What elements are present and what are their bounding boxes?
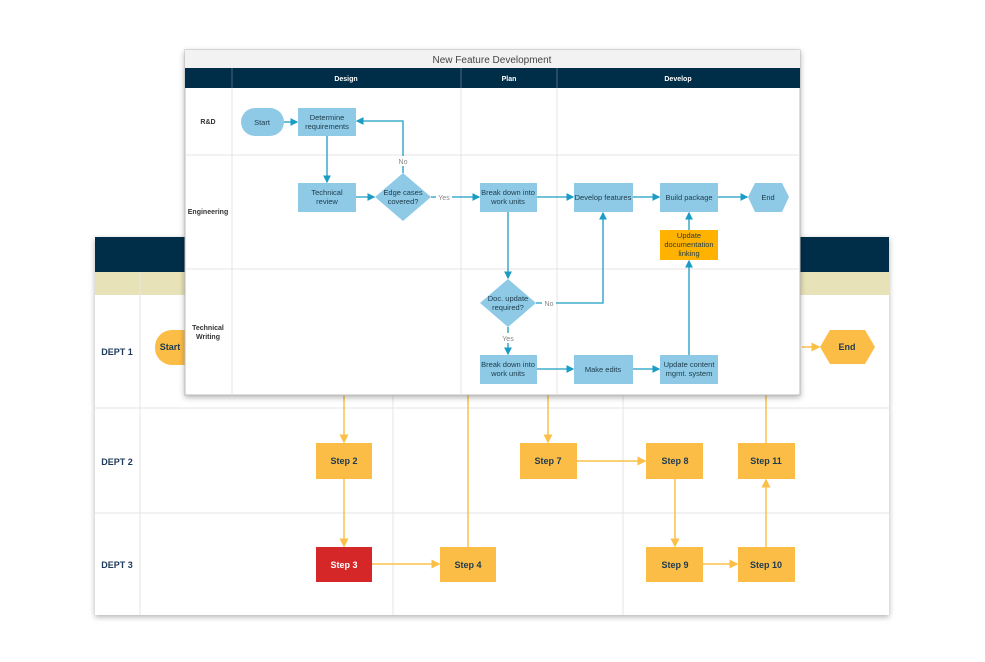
svg-text:Step 3: Step 3 [330,560,357,570]
svg-text:Develop features: Develop features [575,193,632,202]
svg-text:Step 2: Step 2 [330,456,357,466]
node-step-4[interactable]: Step 4 [440,547,496,582]
front-swimlane-diagram: New Feature Development Design Plan Deve… [184,49,801,396]
svg-text:Make edits: Make edits [585,365,622,374]
svg-text:Step 8: Step 8 [661,456,688,466]
svg-text:Step 4: Step 4 [454,560,481,570]
edge-label-yes: Yes [502,336,514,343]
node-step-8[interactable]: Step 8 [646,443,703,479]
svg-text:Start: Start [160,342,181,352]
lane-rnd: R&D [200,119,215,126]
lane-dept-2: DEPT 2 [101,457,133,467]
column-header [185,68,800,88]
column-design: Design [334,76,357,83]
svg-text:Step 7: Step 7 [534,456,561,466]
svg-text:Step 9: Step 9 [661,560,688,570]
node-step-10[interactable]: Step 10 [738,547,795,582]
node-step-9[interactable]: Step 9 [646,547,703,582]
title-bar [185,50,800,68]
node-step-11[interactable]: Step 11 [738,443,795,479]
node-step-3[interactable]: Step 3 [316,547,372,582]
node-develop-features[interactable]: Develop features [574,183,633,212]
svg-text:End: End [761,193,774,202]
lane-dept-3: DEPT 3 [101,560,133,570]
node-build-package[interactable]: Build package [660,183,718,212]
node-step-2[interactable]: Step 2 [316,443,372,479]
lane-engineering: Engineering [188,209,228,216]
node-end[interactable]: End [748,183,789,212]
lane-dept-1: DEPT 1 [101,347,133,357]
svg-text:Step 10: Step 10 [750,560,782,570]
front-canvas [184,49,801,396]
column-plan: Plan [502,76,517,83]
svg-text:Build package: Build package [665,193,712,202]
diagram-title: New Feature Development [433,55,552,66]
node-end[interactable]: End [820,330,875,364]
svg-text:End: End [839,342,856,352]
svg-text:Step 11: Step 11 [750,456,782,466]
edge-label-no: No [399,159,408,166]
node-step-7[interactable]: Step 7 [520,443,577,479]
column-develop: Develop [664,76,691,83]
edge-label-no: No [545,301,554,308]
svg-text:Start: Start [254,118,271,127]
edge-label-yes: Yes [438,195,450,202]
node-make-edits[interactable]: Make edits [574,355,633,384]
node-start[interactable]: Start [241,108,284,136]
